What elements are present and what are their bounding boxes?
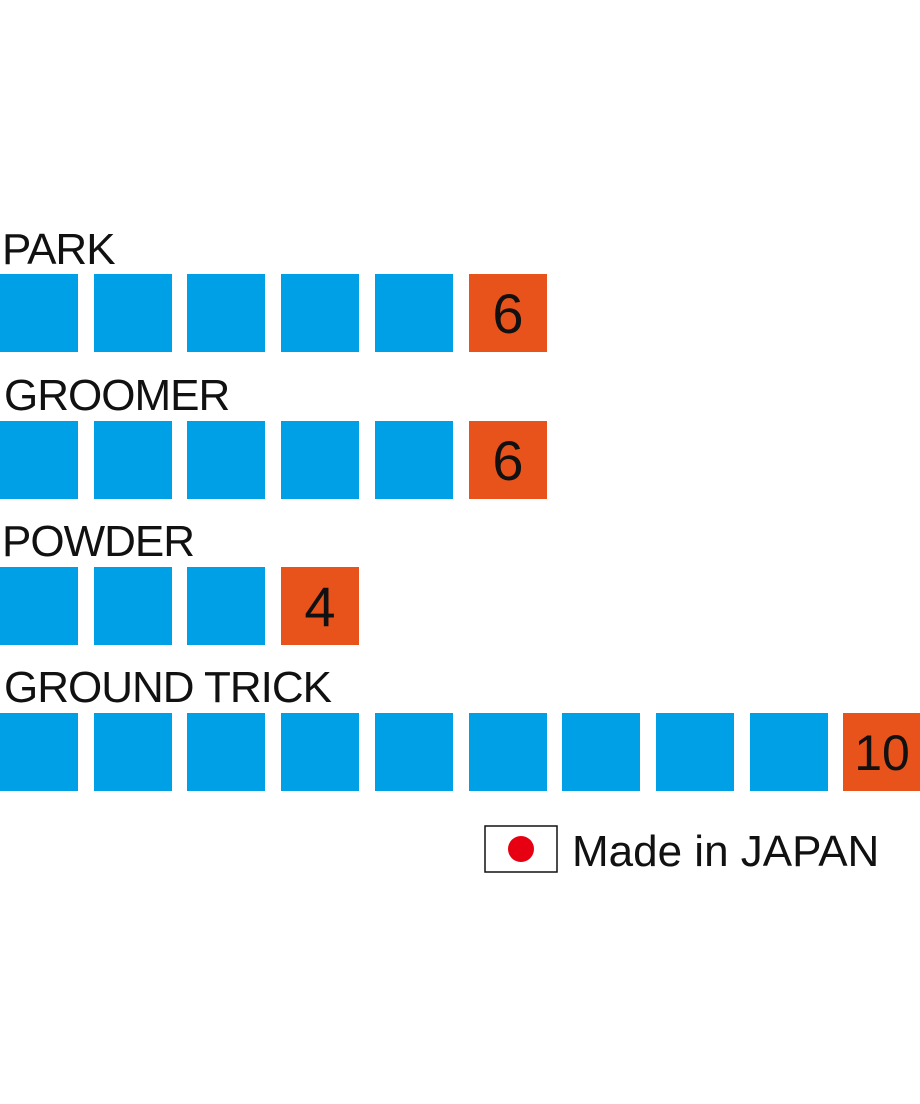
- rating-block: [187, 274, 265, 352]
- category-label: GROOMER: [4, 371, 229, 420]
- rating-block: [94, 713, 172, 791]
- category-label: PARK: [2, 225, 115, 274]
- made-in-label: Made in JAPAN: [572, 827, 879, 876]
- score-value: 10: [854, 725, 910, 781]
- rating-block: [469, 713, 547, 791]
- made-in-footer: Made in JAPAN: [484, 825, 879, 876]
- rating-block: [0, 421, 78, 499]
- rating-block: [94, 421, 172, 499]
- score-block: [281, 567, 359, 645]
- rating-block: [656, 713, 734, 791]
- score-block: [843, 713, 920, 791]
- score-value: 6: [492, 429, 523, 492]
- rating-block: [281, 274, 359, 352]
- japan-flag-icon: [484, 825, 558, 873]
- rating-row-park: PARK 6: [0, 225, 547, 352]
- score-value: 4: [304, 575, 335, 638]
- rating-block: [562, 713, 640, 791]
- category-label: GROUND TRICK: [4, 663, 332, 712]
- rating-block: [187, 713, 265, 791]
- rating-block: [0, 274, 78, 352]
- rating-block: [94, 567, 172, 645]
- rating-row-groomer: GROOMER 6: [0, 371, 547, 499]
- rating-block: [187, 421, 265, 499]
- rating-block: [281, 713, 359, 791]
- rating-block: [750, 713, 828, 791]
- score-block: [469, 421, 547, 499]
- rating-block: [375, 274, 453, 352]
- rating-block: [281, 421, 359, 499]
- rating-block: [0, 713, 78, 791]
- rating-block: [94, 274, 172, 352]
- score-block: [469, 274, 547, 352]
- rating-block: [375, 421, 453, 499]
- rating-row-ground-trick: GROUND TRICK 10: [0, 663, 920, 791]
- score-value: 6: [492, 282, 523, 345]
- rating-block: [375, 713, 453, 791]
- rating-block: [187, 567, 265, 645]
- rating-block: [0, 567, 78, 645]
- rating-row-powder: POWDER 4: [0, 517, 359, 645]
- category-label: POWDER: [2, 517, 194, 566]
